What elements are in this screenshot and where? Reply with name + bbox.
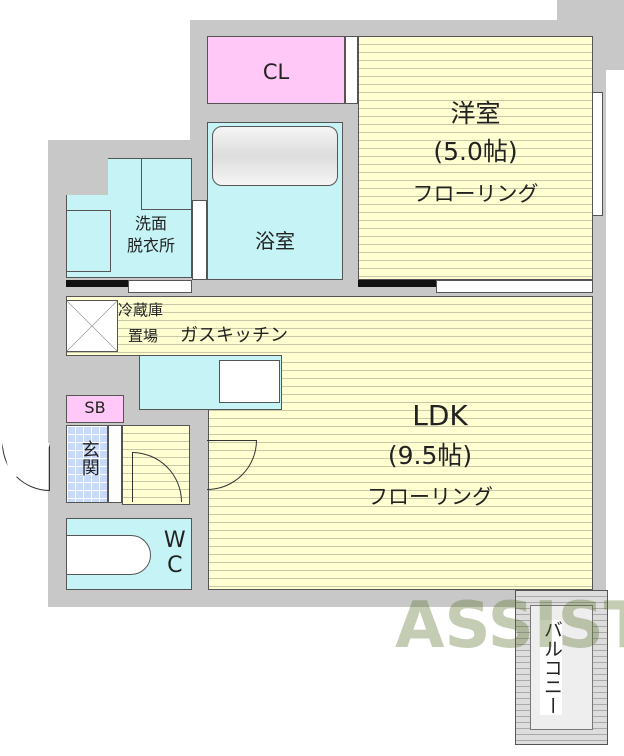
window-east	[592, 92, 603, 216]
kitchen-area	[66, 296, 593, 356]
watermark-logo: ASSIST	[395, 589, 624, 663]
washroom-line2: 脱衣所	[126, 236, 175, 255]
entrance-label: 玄関	[78, 440, 100, 476]
toilet	[66, 535, 151, 575]
sink	[219, 360, 280, 403]
fridge-line2: 置場	[128, 327, 159, 345]
balcony-label: バルコニー	[540, 620, 563, 715]
western-room	[358, 36, 593, 280]
closet-door[interactable]	[345, 36, 358, 104]
western-room-floor: フローリング	[412, 182, 539, 206]
ldk-floor: フローリング	[367, 485, 493, 509]
bath-label: 浴室	[255, 229, 295, 253]
western-room-name: 洋室	[450, 99, 501, 128]
washroom-line1: 洗面	[134, 214, 167, 233]
wall-notch	[48, 140, 108, 195]
entrance	[66, 425, 108, 503]
ldk-name: LDK	[412, 399, 468, 432]
western-room-size: (5.0帖)	[433, 137, 518, 166]
wall-line	[358, 280, 436, 287]
shoe-box	[66, 395, 124, 423]
front-door[interactable]	[2, 443, 50, 491]
wall-line	[66, 280, 128, 287]
bathtub	[212, 126, 338, 186]
washbasin	[66, 210, 111, 272]
closet	[207, 36, 345, 104]
shoe-box-label: SB	[84, 398, 106, 417]
closet-label: CL	[262, 60, 290, 84]
step	[108, 425, 122, 503]
fridge-line1: 冷蔵庫	[118, 301, 164, 319]
fridge-space	[66, 300, 118, 352]
ldk-size: (9.5帖)	[387, 441, 473, 470]
window-wash	[128, 280, 192, 293]
washing-machine	[141, 158, 192, 210]
ldk	[208, 355, 593, 590]
bath-door[interactable]	[192, 200, 207, 280]
wc-label: WC	[162, 528, 188, 578]
sliding-door[interactable]	[436, 280, 593, 293]
kitchen-label: ガスキッチン	[180, 325, 288, 346]
